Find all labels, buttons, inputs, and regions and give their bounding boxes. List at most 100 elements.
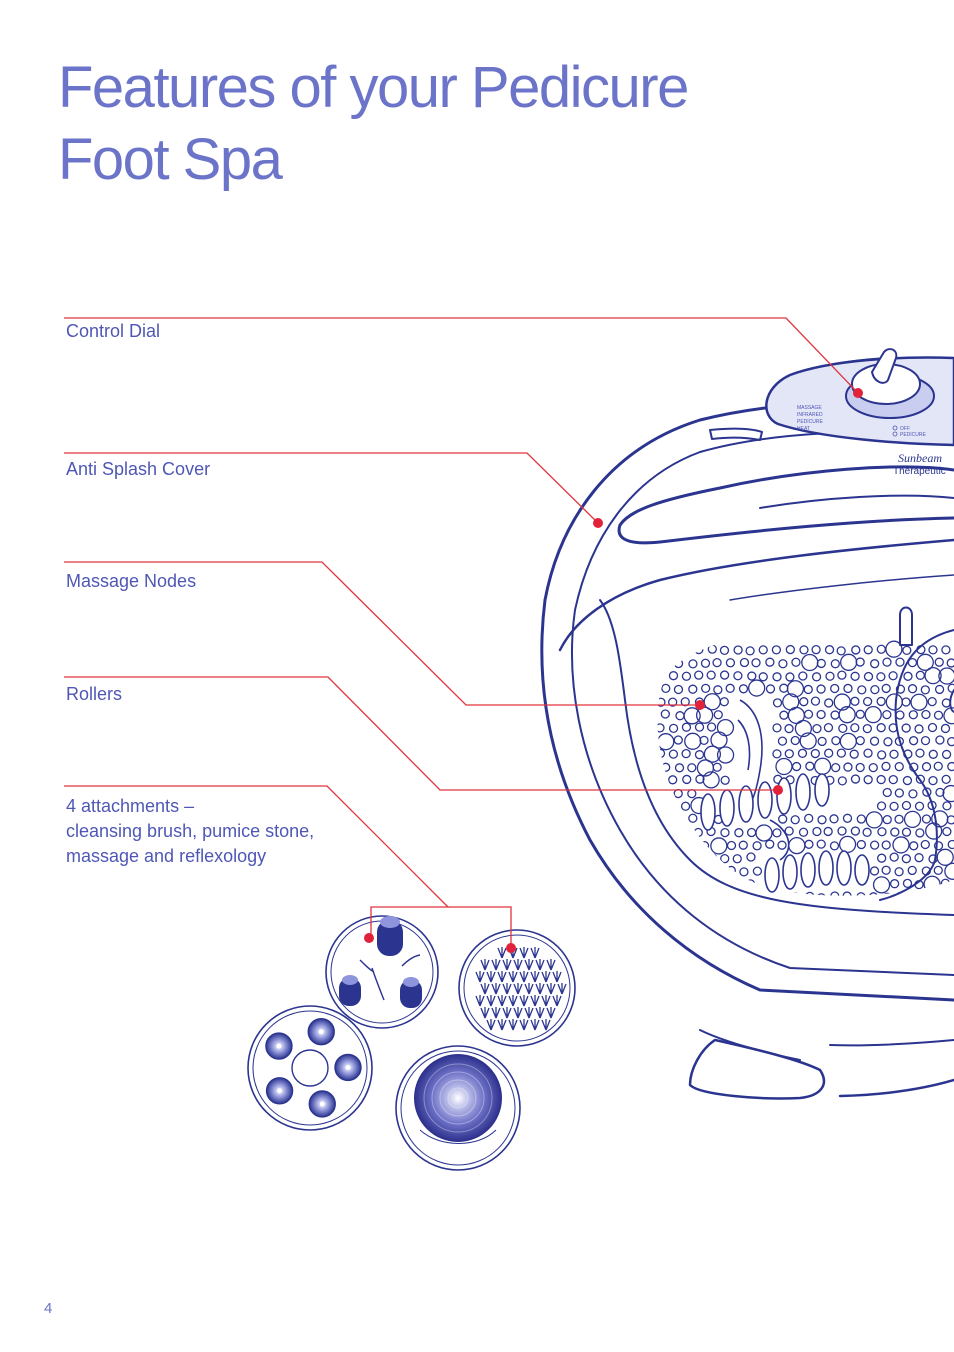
massage-node	[660, 839, 670, 849]
massage-node	[799, 732, 817, 750]
massage-node	[765, 839, 775, 849]
bristle-tuft	[541, 995, 551, 1007]
massage-node	[661, 683, 671, 694]
massage-node	[877, 750, 887, 760]
massage-node	[674, 763, 685, 773]
massage-node	[935, 787, 945, 798]
massage-node	[881, 865, 891, 875]
massage-node	[680, 646, 690, 656]
reflexology-attachment	[325, 915, 439, 1029]
massage-node	[838, 835, 857, 854]
massage-node	[851, 645, 861, 655]
massage-node	[863, 775, 873, 785]
massage-node	[850, 826, 861, 836]
massage-node	[714, 867, 724, 877]
massage-node	[771, 645, 782, 655]
massage-node	[908, 789, 918, 799]
massage-node	[790, 892, 801, 896]
massage-node	[799, 697, 809, 707]
panel-position-pedicure: PEDICURE	[900, 432, 927, 438]
bristle-tuft	[530, 1019, 540, 1031]
massage-node	[882, 892, 892, 896]
massage-node	[657, 697, 666, 707]
massage-node	[687, 763, 697, 773]
massage-node	[903, 810, 922, 829]
massage-node	[713, 685, 723, 695]
massage-node	[710, 731, 728, 749]
bristle-tuft	[475, 971, 485, 983]
massage-node	[720, 775, 730, 785]
massage-node	[748, 679, 766, 697]
massage-node	[772, 672, 782, 682]
massage-node	[668, 853, 679, 864]
callout-line-anti-splash	[64, 452, 599, 524]
control-dial[interactable]	[845, 348, 935, 419]
massage-node	[934, 684, 945, 695]
panel-position-off: OFF	[900, 426, 910, 432]
massage-node	[758, 645, 768, 655]
callout-lines	[64, 317, 859, 948]
massage-node	[765, 657, 775, 667]
massage-node	[695, 774, 705, 784]
massage-node	[733, 879, 744, 889]
massage-node	[831, 762, 841, 773]
massage-node	[831, 735, 841, 746]
massage-node	[881, 840, 891, 850]
massage-node	[811, 645, 821, 655]
massage-node	[785, 644, 795, 655]
brand-logo: Sunbeam Therapeutic	[893, 451, 946, 477]
massage-node	[695, 852, 705, 863]
bristle-tuft	[524, 983, 534, 995]
control-panel: MASSAGE INFRARED PEDICURE HEAT OFF PEDIC…	[765, 348, 954, 447]
massage-node	[778, 814, 788, 824]
massage-node	[938, 667, 954, 685]
massage-node	[928, 645, 938, 655]
massage-node	[941, 774, 951, 785]
massage-node	[681, 722, 692, 732]
bristle-tuft	[497, 971, 507, 983]
massage-node	[889, 852, 899, 862]
massage-nodes	[657, 640, 954, 896]
massage-nub-center	[277, 1088, 283, 1094]
massage-node	[885, 640, 903, 658]
massage-node	[661, 762, 671, 772]
massage-node	[706, 670, 716, 680]
massage-node	[829, 841, 840, 851]
massage-node	[922, 891, 932, 896]
massage-node	[657, 849, 669, 868]
page-title: Features of your Pedicure Foot Spa	[58, 52, 689, 196]
massage-node	[746, 852, 756, 862]
massage-node	[707, 853, 718, 863]
massage-node	[856, 892, 866, 896]
massage-node	[895, 657, 905, 667]
massage-node	[668, 775, 678, 785]
massage-node	[903, 671, 913, 681]
massage-node	[830, 710, 840, 720]
massage-node	[947, 761, 954, 772]
massage-node	[798, 671, 808, 681]
massage-node	[850, 774, 861, 784]
massage-node	[934, 657, 944, 667]
bristle-tuft	[502, 983, 512, 995]
pumice-stone	[395, 1045, 521, 1171]
massage-node	[915, 748, 925, 758]
massage-node	[901, 854, 912, 864]
massage-node	[733, 671, 743, 681]
massage-node	[872, 876, 891, 894]
massage-node	[931, 810, 949, 828]
bristle-tuft	[502, 959, 512, 971]
massage-node	[668, 697, 678, 707]
massage-node	[772, 723, 782, 733]
massage-node	[908, 736, 919, 746]
massage-node	[823, 826, 833, 837]
massage-node	[784, 749, 794, 759]
massage-nub-center	[276, 1043, 282, 1049]
massage-node	[855, 709, 865, 719]
massage-node	[747, 671, 757, 681]
massage-node	[772, 749, 782, 759]
massage-node	[790, 815, 800, 825]
massage-node	[699, 840, 710, 851]
bristle-tuft	[519, 1019, 529, 1031]
massage-node	[850, 723, 860, 733]
